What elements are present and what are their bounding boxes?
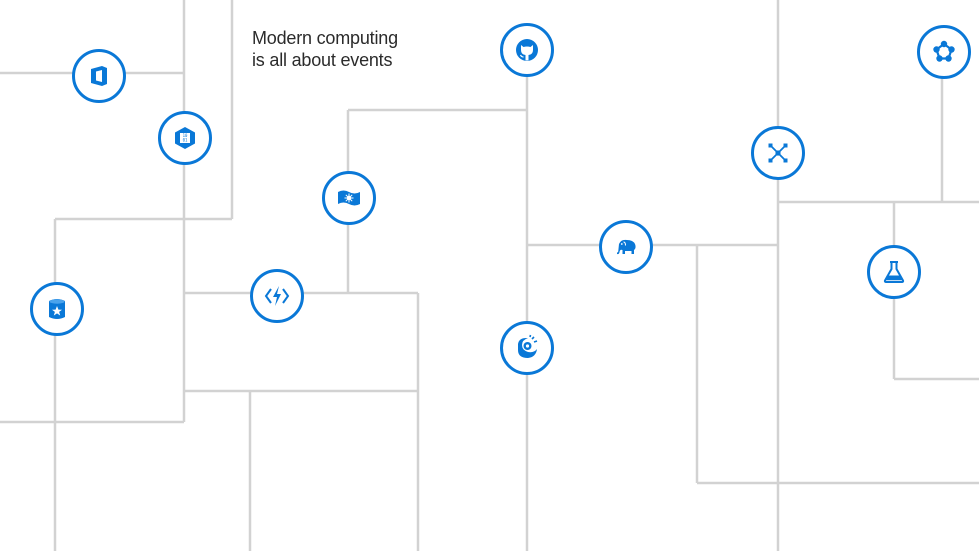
storage-node [30,282,84,336]
iot-hub-icon: 10 01 [175,127,195,149]
azure-functions-node [250,269,304,323]
office-node [72,49,126,103]
event-hub-icon [338,190,360,206]
github-node [500,23,554,77]
storage-star-icon [49,299,65,319]
event-grid-icon [768,143,788,163]
github-icon [516,39,538,61]
caption-line-1: Modern computing [252,28,398,48]
lab-node [867,245,921,299]
event-hub-node [322,171,376,225]
iot-hub-node: 10 01 [158,111,212,165]
logic-apps-icon [518,334,538,358]
office-icon [91,66,107,86]
azure-functions-icon [264,286,290,306]
svg-text:01: 01 [183,138,188,143]
event-grid-node [751,126,805,180]
caption-line-2: is all about events [252,50,393,70]
lab-flask-icon [883,261,905,283]
svg-text:10: 10 [183,133,188,138]
hdinsight-elephant-icon [617,239,636,255]
service-fabric-icon [933,40,955,62]
service-fabric-node [917,25,971,79]
hdinsight-node [599,220,653,274]
logic-apps-node [500,321,554,375]
caption: Modern computing is all about events [252,27,398,71]
